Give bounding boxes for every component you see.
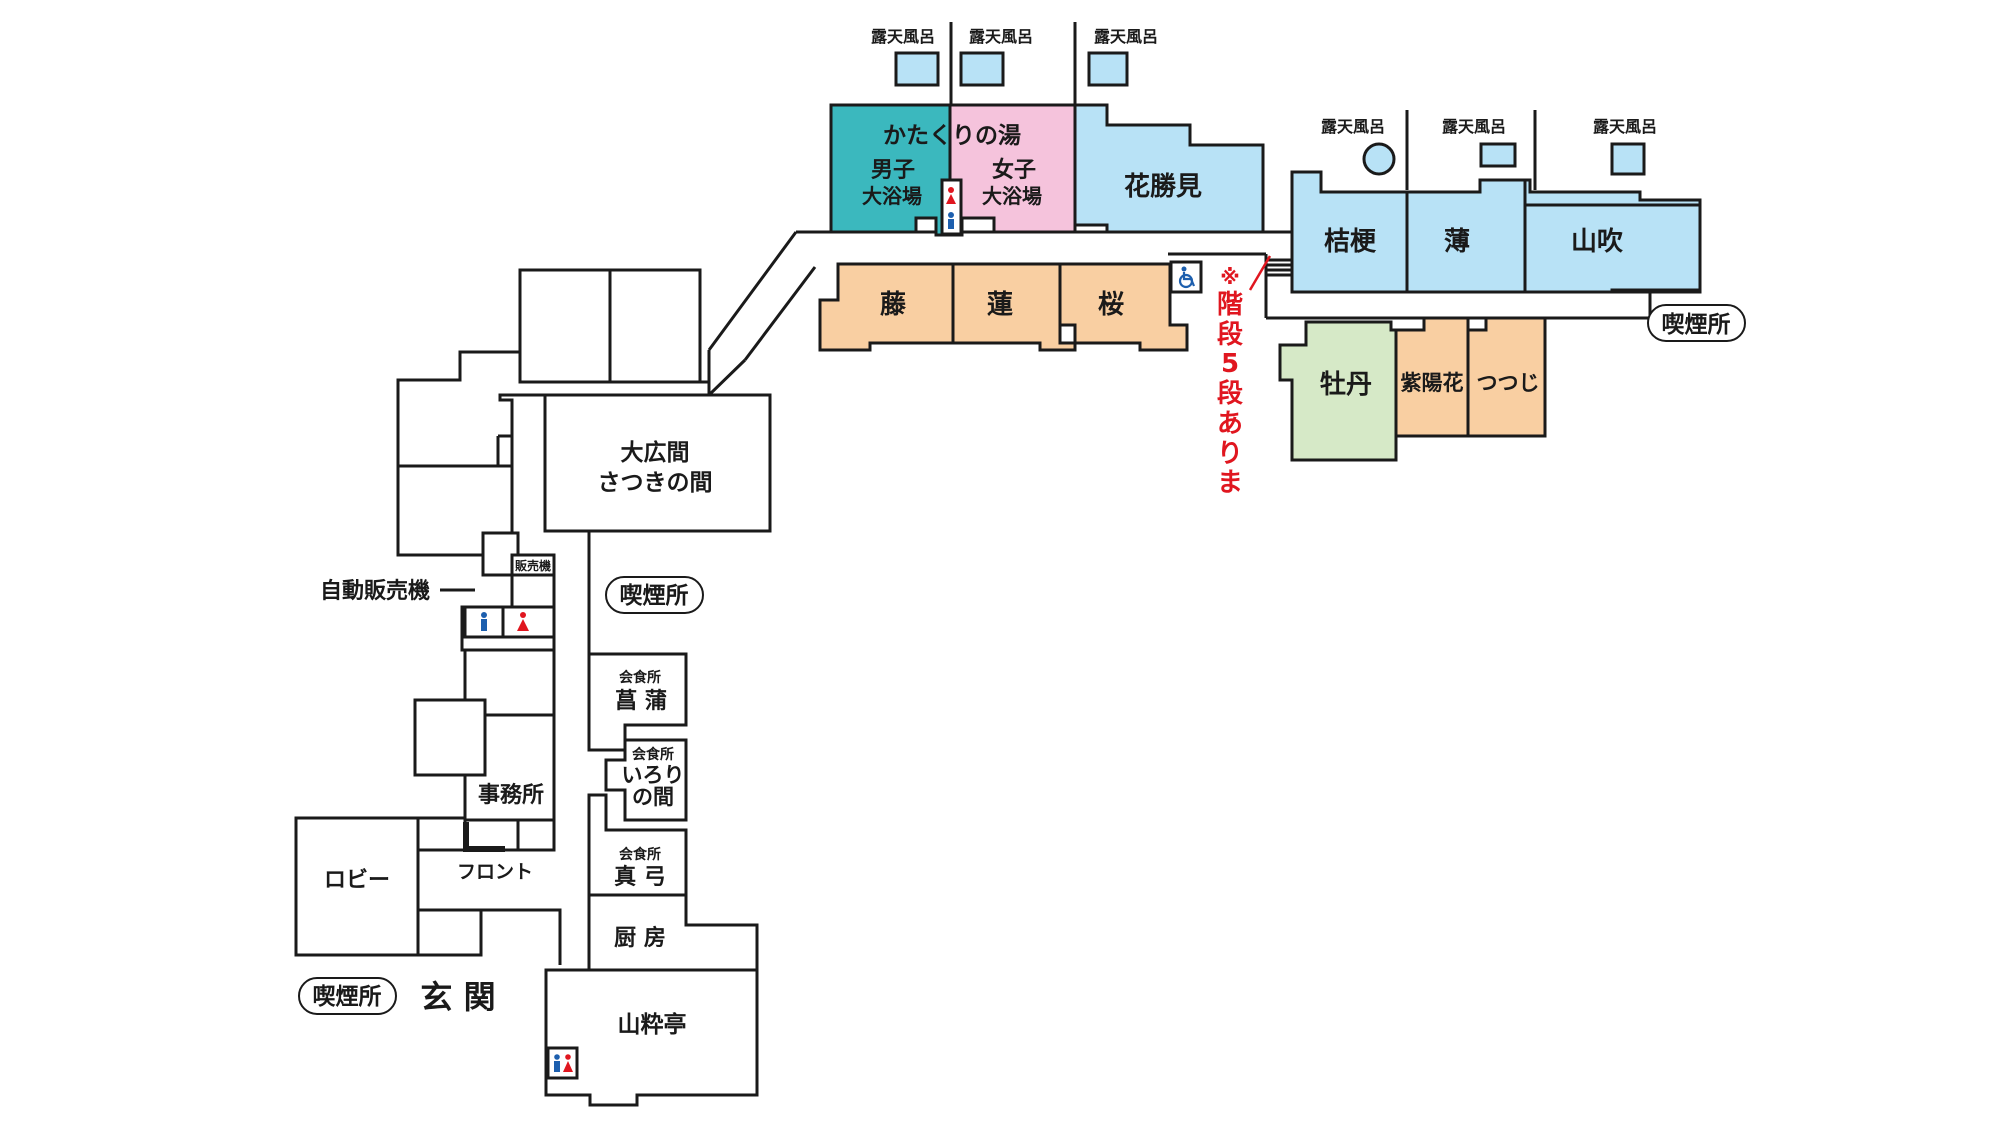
room-ajisai (1394, 316, 1470, 438)
room-yamabuki-label: 山吹 (1571, 227, 1623, 257)
room-hanamiken-label: 花勝見 (1124, 172, 1202, 202)
stairs-notice-char: ま (1217, 468, 1243, 498)
stairs-notice-char: 5 (1221, 349, 1239, 379)
bath-toilet (940, 178, 963, 236)
room-hasu-label: 蓮 (987, 290, 1013, 320)
stairs-notice-char: 階 (1217, 290, 1243, 320)
female-toilet-icon (563, 1054, 573, 1072)
room-sakura-label: 桜 (1098, 290, 1124, 320)
left-building-outlines (294, 268, 711, 965)
outdoor-bath-group: 露天風呂 露天風呂 露天風呂 露天風呂 露天風呂 露天風呂 (871, 22, 1657, 190)
room-tsutsuji-label: つつじ (1477, 371, 1540, 395)
stairs-notice-char: 段 (1217, 378, 1243, 409)
room-botan-label: 牡丹 (1320, 370, 1372, 400)
outdoor-bath-pool (894, 51, 940, 87)
room-irori-label: の間 (632, 785, 674, 809)
room-hasu (951, 262, 1077, 352)
male-toilet-icon (948, 212, 954, 229)
room-kitchen-label: 厨 房 (614, 925, 666, 951)
kaishoku-label: 会食所 (632, 746, 674, 763)
outdoor-bath-label: 露天風呂 (1321, 117, 1385, 136)
room-susuki-label: 薄 (1444, 227, 1470, 257)
male-bath-label: 大浴場 (862, 184, 922, 208)
vending-machine-small-label: 販売機 (515, 558, 551, 573)
wheelchair-icon (1178, 266, 1196, 289)
bath-title: かたくりの湯 (883, 123, 1021, 149)
male-toilet-icon (481, 612, 487, 631)
male-toilet-icon (554, 1054, 560, 1072)
room-botan (1278, 320, 1398, 462)
smoking-area-label: 喫煙所 (1662, 312, 1731, 338)
kaishoku-label: 会食所 (619, 846, 661, 863)
entrance-label: 玄 関 (420, 978, 495, 1016)
outdoor-bath-pool (1479, 142, 1517, 168)
outdoor-bath-pool (959, 51, 1005, 87)
office-label: 事務所 (478, 782, 544, 808)
room-sansuitei-label: 山粋亭 (618, 1011, 687, 1038)
kaishoku-label: 会食所 (619, 669, 661, 686)
outdoor-bath-pool (1087, 51, 1129, 87)
outdoor-bath-label: 露天風呂 (1094, 27, 1158, 46)
stairs-notice-char: り (1217, 439, 1243, 469)
room-ayame (587, 652, 688, 752)
smoking-area-badge (298, 977, 397, 1015)
room-ohiroma-label: さつきの間 (598, 470, 713, 496)
smoking-area-label: 喫煙所 (620, 583, 689, 609)
room-sakura (1058, 262, 1189, 352)
lobby-label: ロビー (324, 868, 390, 893)
female-bath-label: 大浴場 (982, 184, 1042, 208)
room-ayame-label: 菖 蒲 (615, 689, 667, 714)
room-ohiroma-label: 大広間 (621, 439, 690, 466)
room-kikyo-label: 桔梗 (1324, 227, 1377, 257)
outdoor-bath-pool (1610, 142, 1646, 176)
smoking-area-badge (1647, 304, 1746, 342)
female-toilet-icon (517, 612, 529, 631)
room-hanamiken (1073, 103, 1265, 234)
front-desk-label: フロント (457, 861, 533, 883)
room-tsutsuji (1466, 316, 1547, 438)
vending-machine-box (510, 553, 556, 577)
outdoor-bath-round-pool (1362, 142, 1396, 176)
room-mayumi-label: 真 弓 (614, 864, 666, 890)
outdoor-bath-label: 露天風呂 (1442, 117, 1506, 136)
smoking-area-badge (605, 576, 704, 614)
room-ohiroma (543, 393, 772, 533)
room-irori (604, 738, 688, 822)
outdoor-bath-label: 露天風呂 (1593, 117, 1657, 136)
room-ajisai-label: 紫陽花 (1401, 371, 1464, 395)
room-fuji-label: 藤 (880, 290, 907, 320)
room-sansuitei (544, 968, 759, 1107)
room-irori-label: いろり (622, 763, 685, 787)
outdoor-bath-label: 露天風呂 (969, 27, 1033, 46)
female-toilet-icon (946, 187, 956, 204)
room-yamabuki-ext (1523, 203, 1702, 294)
female-bath-label: 女子 (992, 157, 1036, 183)
stairs-notice-char: ※ (1220, 265, 1239, 289)
stairs-notice: ※ 階 段 5 段 あ り ま す (1217, 255, 1272, 498)
stairs-notice-char: 段 (1217, 319, 1243, 350)
male-bath-label: 男子 (871, 158, 915, 183)
restaurant-toilet (546, 1046, 579, 1080)
outdoor-bath-label: 露天風呂 (871, 27, 935, 46)
vending-machine-label: 自動販売機 (320, 578, 430, 604)
stairs-notice-char: あ (1217, 409, 1243, 439)
smoking-area-label: 喫煙所 (313, 984, 382, 1010)
